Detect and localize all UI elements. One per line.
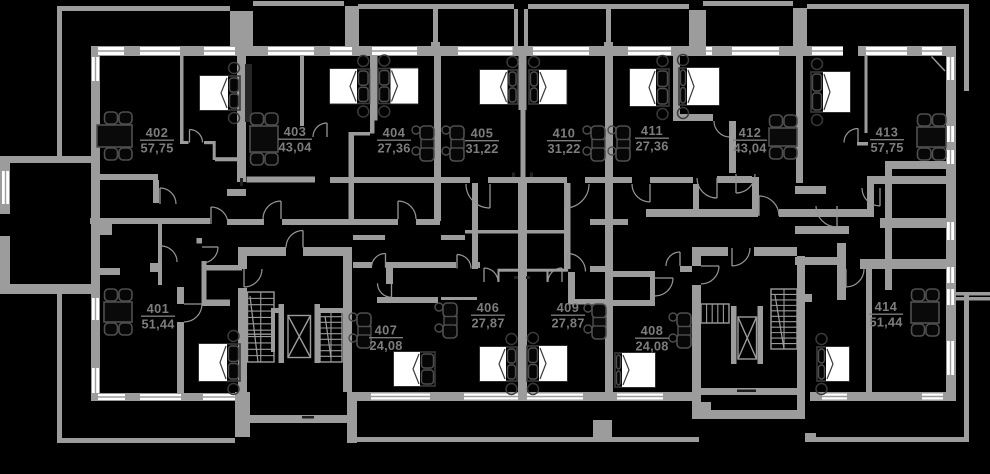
svg-text:43,04: 43,04 <box>278 140 312 155</box>
svg-text:414: 414 <box>875 299 898 314</box>
svg-text:411: 411 <box>641 123 663 138</box>
svg-text:403: 403 <box>284 124 307 139</box>
svg-text:51,44: 51,44 <box>141 317 175 332</box>
svg-text:51,44: 51,44 <box>869 315 903 330</box>
svg-text:401: 401 <box>147 301 170 316</box>
svg-text:406: 406 <box>477 300 500 315</box>
svg-text:31,22: 31,22 <box>465 141 498 156</box>
svg-text:24,08: 24,08 <box>635 339 668 354</box>
svg-text:410: 410 <box>553 126 576 141</box>
svg-text:404: 404 <box>383 125 406 140</box>
svg-text:413: 413 <box>876 125 899 140</box>
svg-text:409: 409 <box>557 300 580 315</box>
svg-text:27,36: 27,36 <box>377 141 410 156</box>
svg-text:27,87: 27,87 <box>471 316 504 331</box>
svg-text:408: 408 <box>641 323 664 338</box>
svg-text:27,36: 27,36 <box>635 139 668 154</box>
svg-text:405: 405 <box>471 126 494 141</box>
svg-text:31,22: 31,22 <box>547 141 580 156</box>
svg-text:412: 412 <box>739 125 762 140</box>
svg-text:43,04: 43,04 <box>733 141 767 156</box>
svg-text:407: 407 <box>375 323 398 338</box>
svg-text:27,87: 27,87 <box>551 316 584 331</box>
svg-text:57,75: 57,75 <box>140 141 173 156</box>
svg-text:57,75: 57,75 <box>870 140 903 155</box>
svg-text:24,08: 24,08 <box>369 338 402 353</box>
svg-text:402: 402 <box>146 125 169 140</box>
